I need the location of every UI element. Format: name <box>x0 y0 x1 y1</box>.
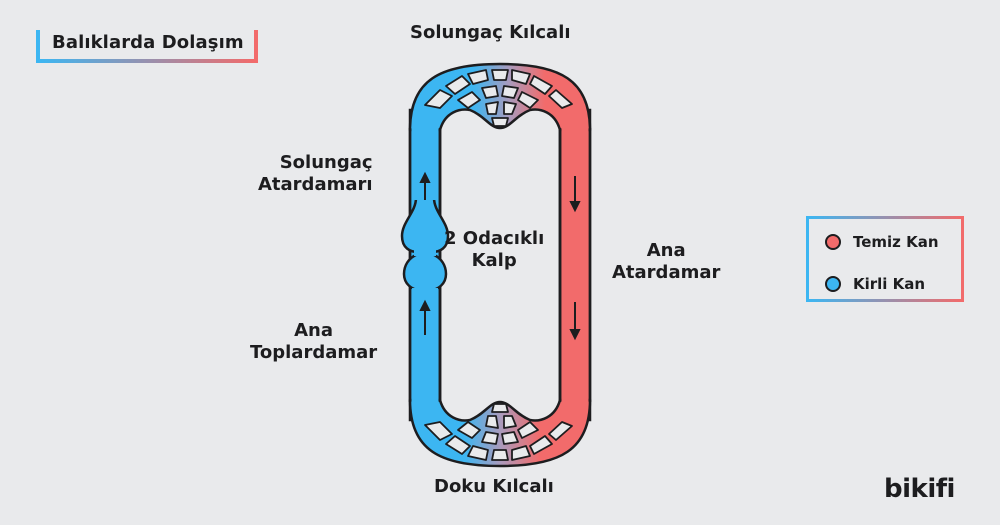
gill-artery-label: Solungaç Atardamarı <box>258 152 373 196</box>
legend-item-clean-blood: Temiz Kan <box>825 233 939 251</box>
tissue-capillary-network <box>408 398 592 468</box>
blue-dot-icon <box>825 276 841 292</box>
main-artery-line1: Ana <box>646 240 686 261</box>
main-vein-label: Ana Toplardamar <box>250 320 377 364</box>
heart-line1: 2 Odacıklı <box>444 228 545 249</box>
red-dot-icon <box>825 234 841 250</box>
heart-chambers <box>400 186 450 302</box>
main-vein-line2: Toplardamar <box>250 342 378 363</box>
arrow-up-icon <box>419 171 431 200</box>
diagram-title-text: Balıklarda Dolaşım <box>52 32 244 53</box>
legend-label-dirty: Kirli Kan <box>853 275 926 293</box>
brand-logo: bikifi <box>884 474 955 504</box>
arrow-up-icon <box>419 299 431 335</box>
legend-box: Temiz Kan Kirli Kan <box>806 216 964 302</box>
main-artery-label: Ana Atardamar <box>612 240 720 284</box>
heart-label: 2 Odacıklı Kalp <box>444 228 544 272</box>
gill-capillary-network <box>408 62 592 132</box>
tissue-capillary-text: Doku Kılcalı <box>434 476 554 497</box>
flow-arrows <box>419 171 581 341</box>
gill-capillary-label: Solungaç Kılcalı <box>410 22 571 44</box>
tissue-capillary-label: Doku Kılcalı <box>434 476 554 498</box>
gill-artery-line2: Atardamarı <box>258 174 373 195</box>
arrow-down-icon <box>569 302 581 341</box>
arrow-down-icon <box>569 176 581 213</box>
gill-capillary-text: Solungaç Kılcalı <box>410 22 571 43</box>
legend-label-clean: Temiz Kan <box>853 233 939 251</box>
legend-item-dirty-blood: Kirli Kan <box>825 275 925 293</box>
gill-artery-line1: Solungaç <box>279 152 373 173</box>
brand-logo-text: bikifi <box>884 474 955 504</box>
diagram-title: Balıklarda Dolaşım <box>36 30 258 63</box>
main-vein-line1: Ana <box>294 320 334 341</box>
heart-line2: Kalp <box>471 250 517 271</box>
main-artery-line2: Atardamar <box>612 262 721 283</box>
